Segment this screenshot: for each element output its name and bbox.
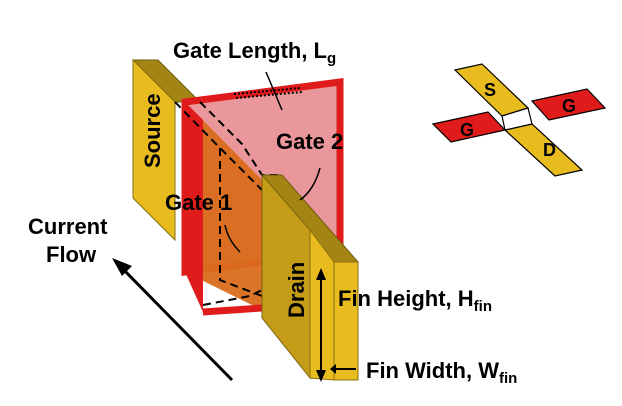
top-view-gate-right [530, 88, 607, 121]
gate-1-label: Gate 1 [165, 190, 232, 215]
current-flow-arrow [112, 258, 234, 382]
top-view-gate-left [431, 111, 507, 143]
current-flow-label-line2: Flow [46, 242, 97, 267]
gate-1-pointer [224, 224, 241, 253]
top-view-gate-right-label: G [562, 96, 576, 116]
top-view-channel [501, 107, 533, 131]
drain-fin [260, 173, 360, 381]
fin-height-label: Fin Height, Hfin [338, 286, 492, 315]
top-view-inset: S G G D [431, 63, 607, 177]
fin-height-arrow [316, 268, 326, 382]
fin-width-label: Fin Width, Wfin [366, 358, 517, 387]
drain-label: Drain [284, 262, 309, 318]
gate-2-label: Gate 2 [276, 129, 343, 154]
fin-width-arrow [330, 364, 356, 374]
top-view-gate-left-label: G [460, 120, 474, 140]
top-view-drain-label: D [543, 140, 556, 160]
gate-length-label: Gate Length, Lg [173, 38, 336, 67]
gate-length-marker [233, 71, 303, 111]
source-label: Source [140, 93, 165, 168]
top-view-source-label: S [484, 80, 496, 100]
source-fin [131, 58, 202, 242]
current-flow-label-line1: Current [28, 214, 108, 239]
gate-1-plate [185, 102, 263, 316]
gate-2-pointer [299, 167, 321, 201]
